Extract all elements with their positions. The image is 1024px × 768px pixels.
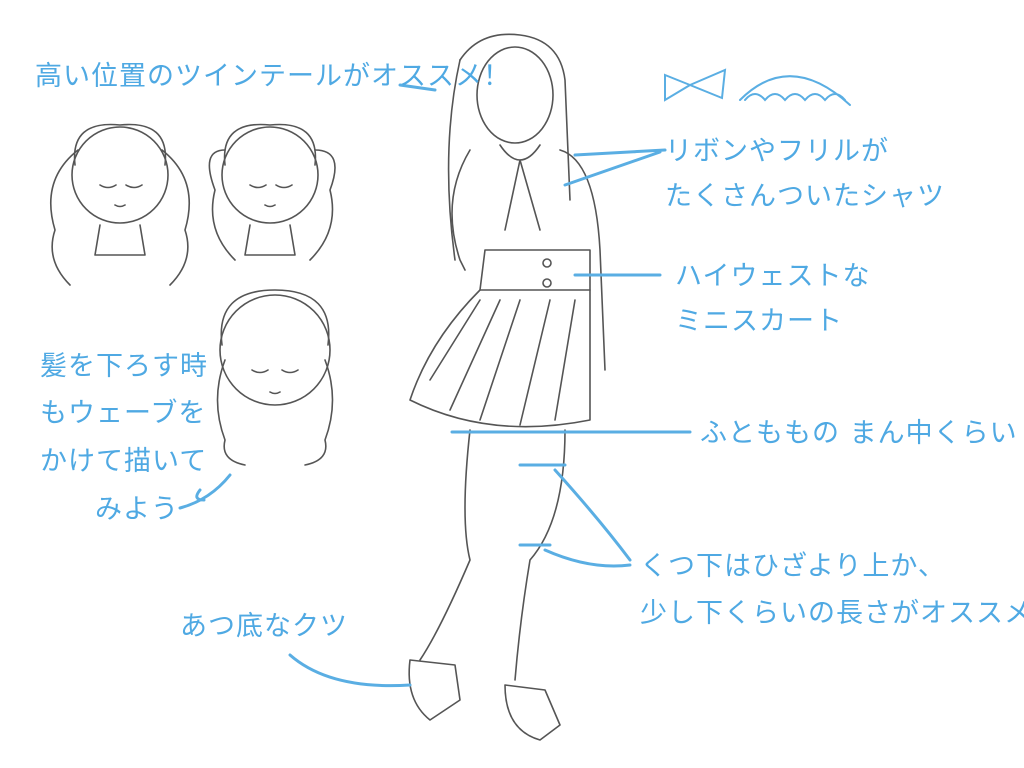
main-character <box>408 33 606 741</box>
thigh-annotation: ふとももの まん中くらい <box>700 418 1018 449</box>
ribbon-sketch <box>664 68 727 102</box>
socks-annotation-line2: 少し下くらいの長さがオススメ！ <box>640 598 1024 629</box>
shirt-annotation-line2: たくさんついたシャツ <box>665 181 945 212</box>
skirt-annotation-line1: ハイウェストな <box>675 261 871 292</box>
guide-lines <box>178 83 692 688</box>
twintail-annotation: 高い位置のツインテールがオススメ！ <box>35 61 511 92</box>
hair-down-annotation-line4: みよう <box>95 494 179 525</box>
socks-annotation-line1: くつ下はひざより上か、 <box>640 551 946 582</box>
twintail-head-2 <box>208 123 336 261</box>
hair-down-annotation-line3: かけて描いて <box>40 446 208 477</box>
frill-skirt-sketch <box>739 75 851 106</box>
twintail-head-1 <box>49 123 191 286</box>
hair-down-annotation-line2: もウェーブを <box>40 398 207 429</box>
hair-down-head <box>216 289 334 466</box>
hair-down-annotation-line1: 髪を下ろす時 <box>40 351 208 382</box>
shoes-annotation: あつ底なクツ <box>180 611 348 642</box>
shirt-annotation-line1: リボンやフリルが <box>665 136 889 167</box>
skirt-annotation-line2: ミニスカート <box>675 306 843 337</box>
